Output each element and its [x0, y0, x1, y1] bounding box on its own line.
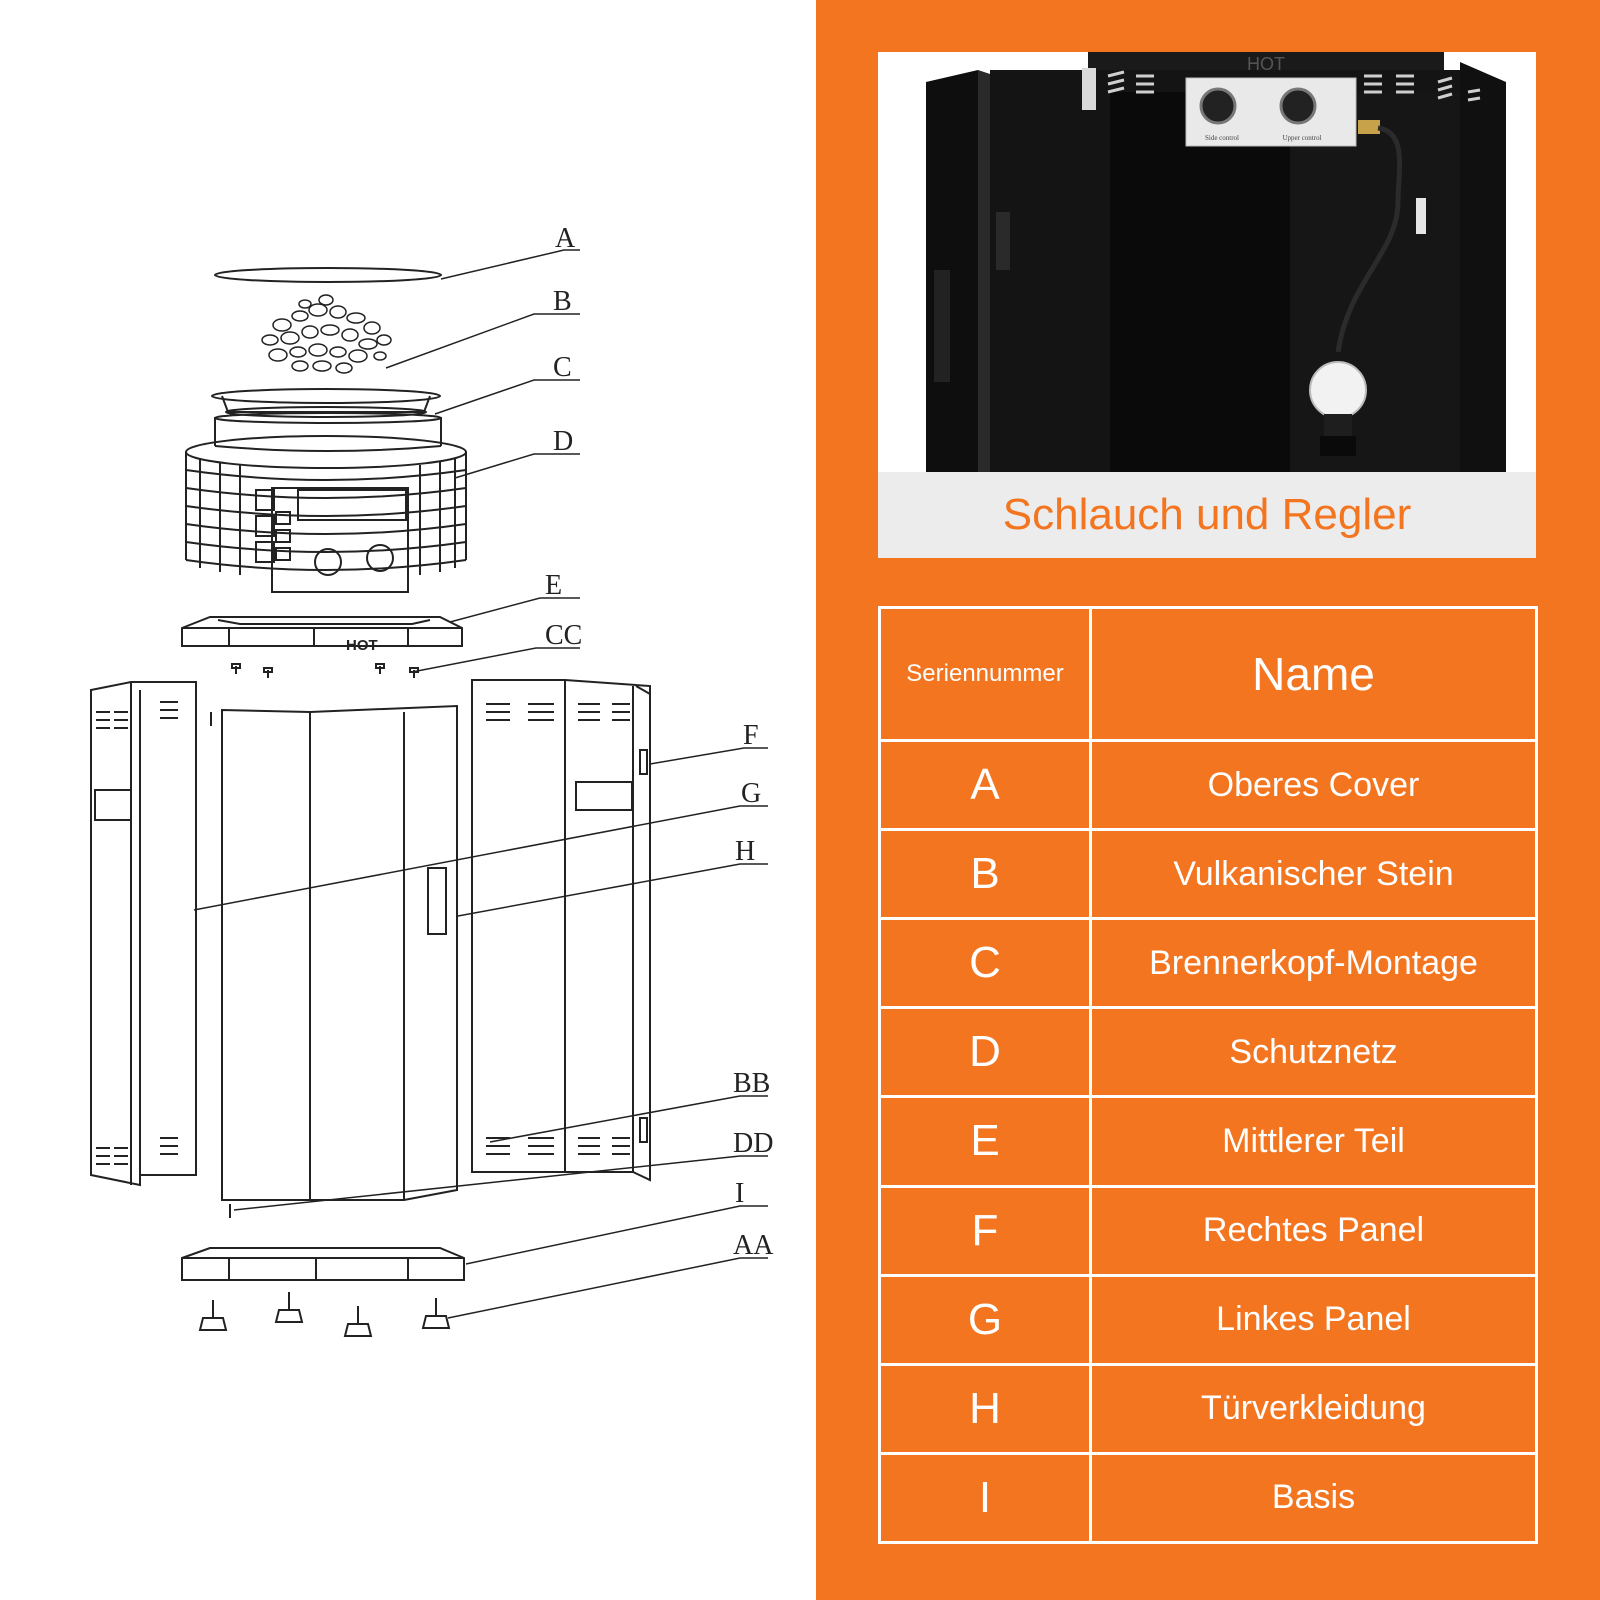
- part-e-middle-part: [181, 616, 463, 647]
- part-f-right-panel: [471, 679, 651, 1182]
- leader-lines: [193, 249, 768, 1319]
- part-label-a: A: [555, 223, 576, 254]
- part-label-dd: DD: [733, 1128, 773, 1159]
- part-c-burner-head: [211, 388, 442, 452]
- row-name: Brennerkopf-Montage: [1089, 917, 1538, 1010]
- part-label-e: E: [545, 570, 562, 601]
- header-name: Name: [1089, 606, 1538, 742]
- part-b-volcanic-stones: [261, 294, 392, 374]
- top-logo: HOT: [1247, 54, 1285, 74]
- hose-regulator-photo: HOT Side control Upper control: [878, 52, 1536, 558]
- table-header-row: Seriennummer Name: [878, 606, 1538, 742]
- part-aa-feet: [198, 1292, 451, 1337]
- part-label-g: G: [741, 778, 761, 809]
- row-serial: I: [878, 1451, 1092, 1545]
- row-serial: D: [878, 1006, 1092, 1099]
- row-name: Linkes Panel: [1089, 1273, 1538, 1366]
- part-label-d: D: [553, 426, 573, 457]
- exploded-diagram-panel: A B C D E CC F G H BB DD I AA HOT: [90, 223, 775, 1337]
- photo-caption: Schlauch und Regler: [1002, 490, 1412, 539]
- info-panel: HOT Side control Upper control: [816, 0, 1600, 1600]
- header-serial-number: Seriennummer: [878, 606, 1092, 742]
- part-cc-screws: [231, 663, 419, 678]
- part-label-b: B: [553, 286, 572, 317]
- row-serial: F: [878, 1184, 1092, 1277]
- knob-left-label: Side control: [1205, 134, 1239, 142]
- part-label-h: H: [735, 836, 755, 867]
- cabinet-interior-illustration: HOT Side control Upper control: [878, 52, 1536, 472]
- part-h-door-panel: [210, 704, 458, 1218]
- part-g-left-panel: [90, 681, 197, 1187]
- middle-part-logo: HOT: [346, 637, 378, 654]
- part-label-cc: CC: [545, 620, 582, 651]
- row-serial: G: [878, 1273, 1092, 1366]
- part-label-c: C: [553, 352, 572, 383]
- part-label-bb: BB: [733, 1068, 770, 1099]
- part-a-top-cover: [214, 267, 442, 283]
- part-label-i: I: [735, 1178, 744, 1209]
- row-name: Schutznetz: [1089, 1006, 1538, 1099]
- row-name: Basis: [1089, 1451, 1538, 1545]
- row-serial: E: [878, 1095, 1092, 1188]
- row-serial: B: [878, 828, 1092, 921]
- row-name: Türverkleidung: [1089, 1362, 1538, 1455]
- part-d-protective-net: [185, 435, 467, 593]
- row-serial: A: [878, 738, 1092, 832]
- row-name: Mittlerer Teil: [1089, 1095, 1538, 1188]
- part-i-base: [181, 1247, 465, 1281]
- row-serial: H: [878, 1362, 1092, 1455]
- caption-band: Schlauch und Regler: [878, 472, 1536, 558]
- part-label-aa: AA: [733, 1230, 774, 1261]
- row-name: Oberes Cover: [1089, 738, 1538, 832]
- exploded-view-drawing: A B C D E CC F G H BB DD I AA HOT: [90, 223, 774, 1337]
- knob-right-label: Upper control: [1282, 134, 1321, 142]
- part-label-f: F: [743, 720, 759, 751]
- row-name: Rechtes Panel: [1089, 1184, 1538, 1277]
- row-name: Vulkanischer Stein: [1089, 828, 1538, 921]
- row-serial: C: [878, 917, 1092, 1010]
